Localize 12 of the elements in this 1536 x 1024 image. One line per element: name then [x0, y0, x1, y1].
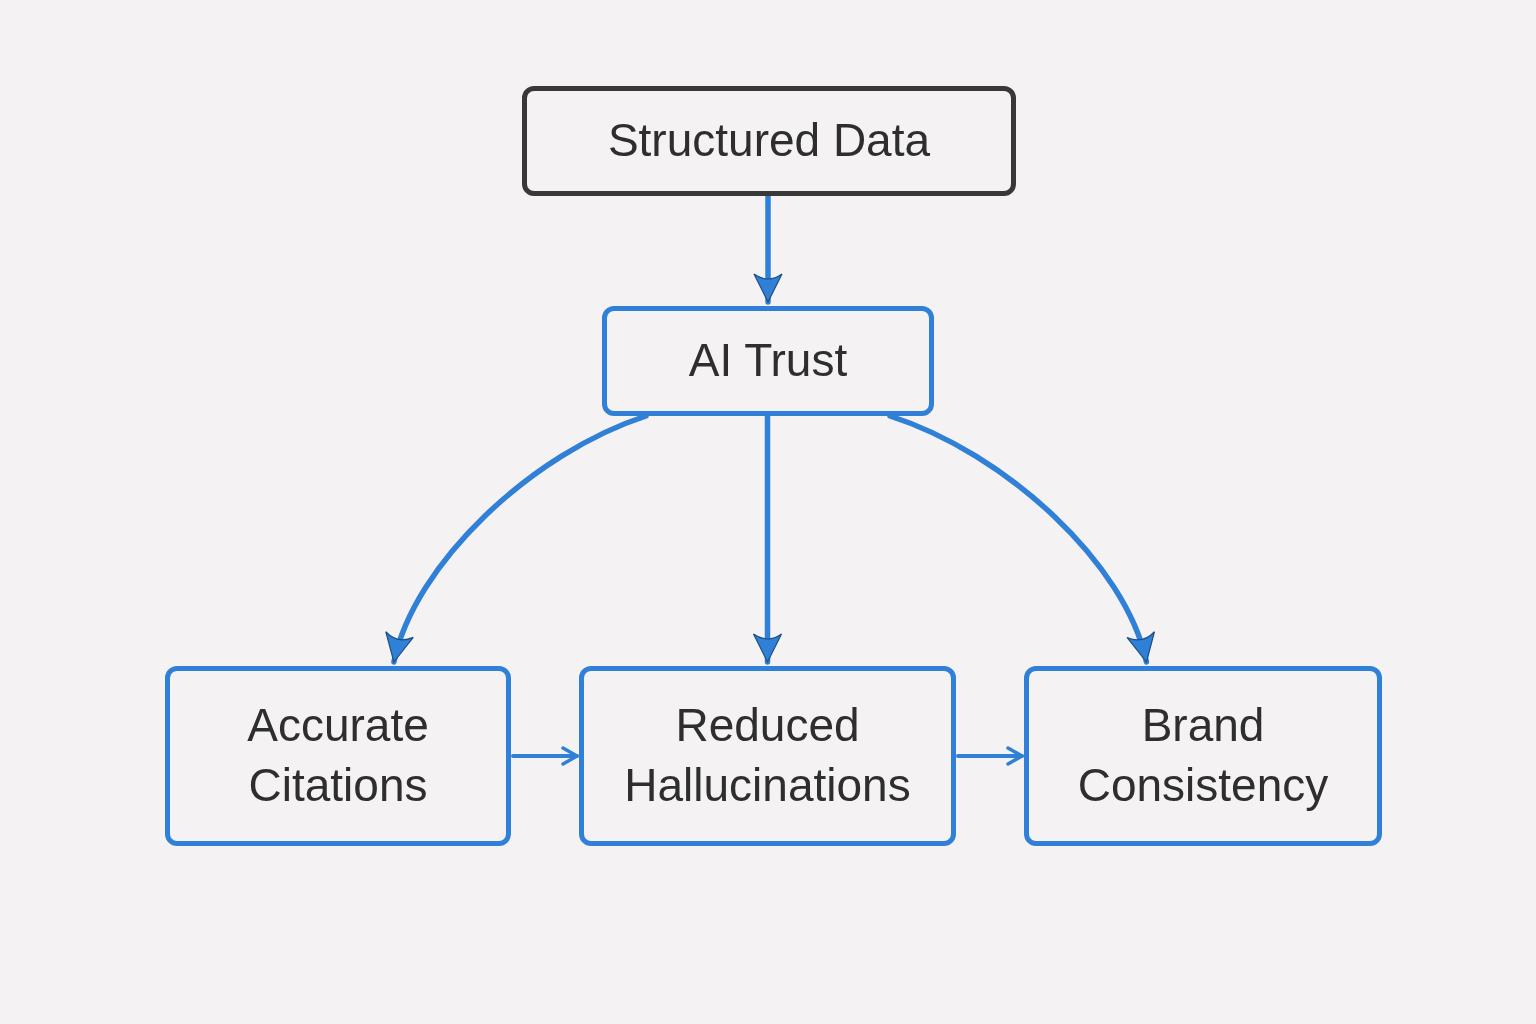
process-box — [165, 666, 511, 846]
box-label: AI Trust — [688, 333, 848, 389]
process-box — [1024, 666, 1382, 846]
arrow — [956, 746, 1024, 766]
box-label: Brand Consistency — [1076, 698, 1330, 813]
process-box — [522, 86, 1016, 196]
box-label: Accurate Citations — [246, 698, 430, 813]
process-box — [579, 666, 956, 846]
box-label: Structured Data — [607, 113, 931, 169]
process-box — [602, 306, 934, 416]
arrow — [511, 746, 579, 766]
box-label: Reduced Hallucinations — [623, 698, 912, 813]
